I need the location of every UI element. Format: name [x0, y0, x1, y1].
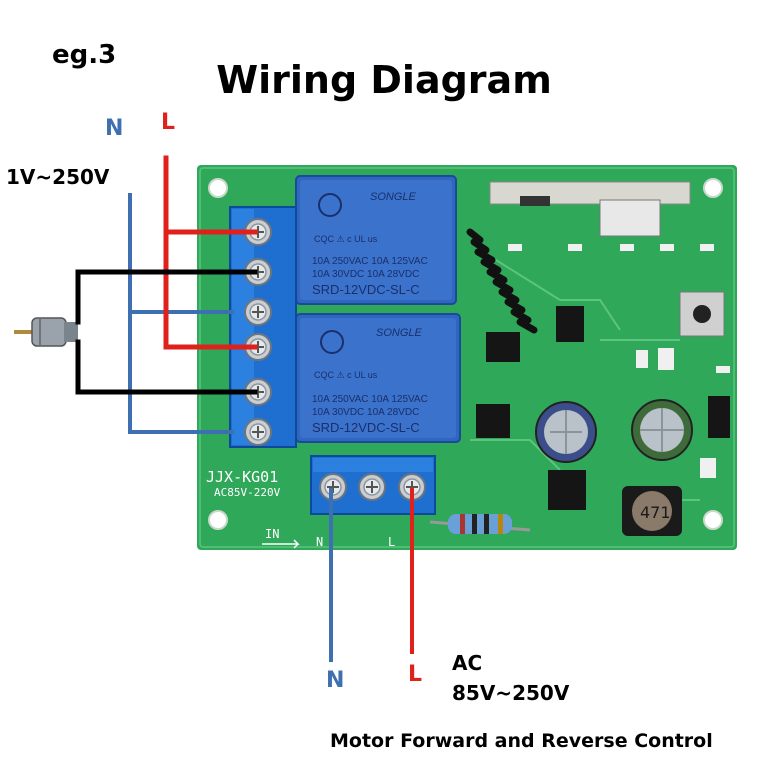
board-model: JJX-KG01: [206, 468, 278, 486]
svg-text:CQC ⚠ c UL us: CQC ⚠ c UL us: [314, 370, 378, 380]
push-button: [679, 291, 725, 337]
output-terminal-screw-4: [244, 333, 272, 361]
live-label-top: L: [161, 110, 176, 135]
output-terminal-screw-3: [244, 298, 272, 326]
motor-icon: [14, 317, 78, 347]
relay-1-rating-1: 10A 250VAC 10A 125VAC: [312, 256, 428, 267]
neutral-label-bottom: N: [326, 668, 345, 693]
output-terminal-screws: [244, 218, 272, 446]
capacitor-1: [535, 401, 597, 463]
inductor: 471: [622, 486, 682, 536]
relay-2-brand: SONGLE: [376, 327, 423, 339]
antenna-coil: [466, 228, 538, 334]
relay-2-rating-2: 10A 30VDC 10A 28VDC: [312, 407, 419, 418]
motor-voltage-label: 1V~250V: [6, 165, 110, 189]
live-label-bottom: L: [408, 662, 423, 687]
motor-wire-pin5: [75, 339, 258, 395]
ac-voltage-range: 85V~250V: [452, 681, 570, 705]
output-terminal-screw-6: [244, 418, 272, 446]
board-input-l: L: [388, 535, 395, 549]
relay-1-rating-2: 10A 30VDC 10A 28VDC: [312, 269, 419, 280]
ac-label: AC: [452, 651, 483, 675]
smd-components: [508, 244, 730, 478]
diagram-caption: Motor Forward and Reverse Control: [330, 730, 713, 752]
svg-text:CQC ⚠ c UL us: CQC ⚠ c UL us: [314, 234, 378, 244]
board-input-n: N: [316, 535, 323, 549]
input-arrow-icon: [262, 539, 300, 549]
input-terminal-screw-2: [358, 473, 386, 501]
resistor: [429, 514, 531, 534]
motor-wire-pin2: [75, 269, 258, 325]
relay-2-logo-icon: [320, 330, 344, 354]
output-terminal-screw-2: [244, 258, 272, 286]
inductor-code: 471: [640, 503, 671, 522]
relay-2-rating-1: 10A 250VAC 10A 125VAC: [312, 394, 428, 405]
mounting-holes: [208, 178, 723, 530]
relay-1: SONGLE CQC ⚠ c UL us 10A 250VAC 10A 125V…: [295, 175, 457, 305]
ac-input-label: AC 85V~250V: [452, 648, 569, 708]
neutral-label-top: N: [105, 116, 124, 141]
relay-1-logo-icon: [318, 193, 342, 217]
capacitor-2: [631, 399, 693, 461]
ic-chips: [476, 306, 730, 510]
board-rating: AC85V-220V: [214, 486, 281, 499]
diagram-title: Wiring Diagram: [216, 58, 552, 102]
rf-receiver-module: [489, 181, 691, 237]
example-label: eg.3: [52, 40, 117, 70]
relay-2-model: SRD-12VDC-SL-C: [312, 420, 420, 435]
relay-1-model: SRD-12VDC-SL-C: [312, 282, 420, 297]
board-input-label: IN: [265, 527, 279, 541]
neutral-wire-pin6: [128, 310, 234, 434]
input-terminal-screws: [319, 473, 426, 501]
relay-1-brand: SONGLE: [370, 191, 417, 203]
relay-2: SONGLE CQC ⚠ c UL us 10A 250VAC 10A 125V…: [295, 313, 461, 443]
